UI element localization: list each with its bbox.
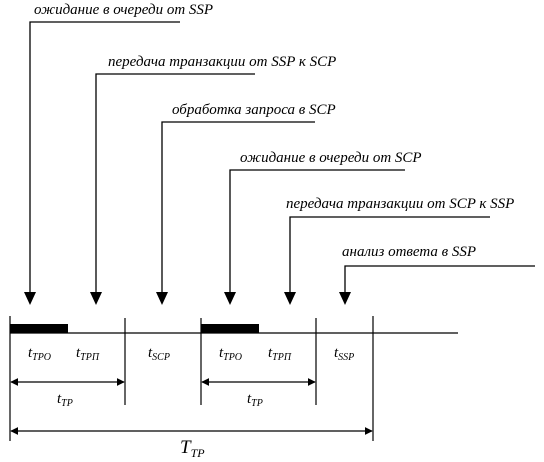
stage-label-2: передача транзакции от SSP к SCP [108,54,336,70]
span-label-1: tТР [57,391,73,409]
segment-label-3: tSCP [148,345,170,363]
stage-label-3: обработка запроса в SCP [172,102,336,118]
stage-callout-1: ожидание в очереди от SSP [24,2,213,305]
stage-label-5: передача транзакции от SCP к SSP [286,196,514,212]
segment-label-1: tТРО [28,345,51,363]
segment-label-2: tТРП [76,345,100,363]
segment-label-6: tSSP [334,345,354,363]
stage-callout-4: ожидание в очереди от SCP [224,150,422,305]
span-label-2: tТР [247,391,263,409]
stage-callout-6: анализ ответа в SSP [339,244,535,305]
stage-label-6: анализ ответа в SSP [342,244,476,260]
segment-label-5: tТРП [268,345,292,363]
stage-callout-5: передача транзакции от SCP к SSP [284,196,514,305]
stage-label-1: ожидание в очереди от SSP [34,2,213,18]
total-span-label: TТР [180,437,205,460]
stage-callout-2: передача транзакции от SSP к SCP [90,54,336,305]
stage-label-4: ожидание в очереди от SCP [240,150,422,166]
queue-block-1 [10,324,68,333]
segment-label-4: tТРО [219,345,242,363]
stage-callout-3: обработка запроса в SCP [156,102,336,305]
queue-block-2 [201,324,259,333]
